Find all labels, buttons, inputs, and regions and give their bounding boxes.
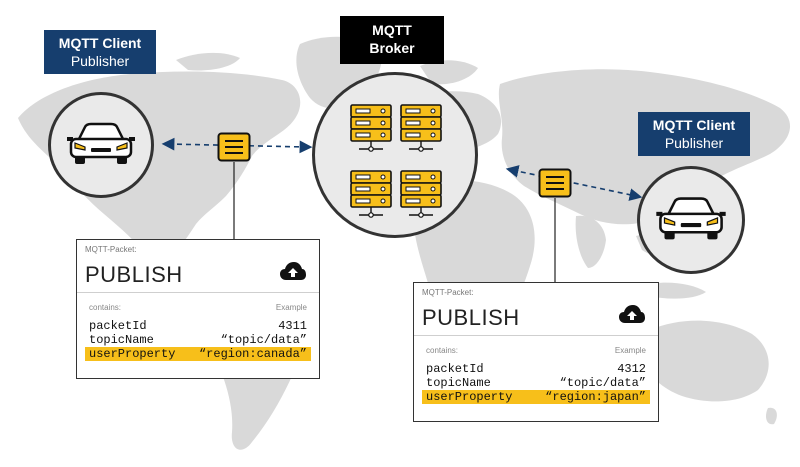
cloud-upload-icon <box>280 262 306 280</box>
row-value: 4312 <box>617 362 646 376</box>
example-label: Example <box>275 303 307 312</box>
row-value: “region:japan” <box>545 390 646 404</box>
label-broker: MQTT Broker <box>340 16 444 64</box>
packet-title: PUBLISH <box>422 305 520 330</box>
row-key: userProperty <box>426 390 513 404</box>
packet-row-highlighted: userProperty “region:japan” <box>422 390 650 404</box>
packet-type-label: MQTT-Packet: <box>422 288 474 297</box>
row-key: topicName <box>426 376 491 390</box>
car-icon <box>656 197 726 240</box>
row-key: userProperty <box>89 347 176 361</box>
packet-divider <box>414 335 658 336</box>
row-key: packetId <box>426 362 484 376</box>
label-publisher-left: MQTT Client Publisher <box>44 30 156 74</box>
label-publisher-right-line2: Publisher <box>664 135 724 151</box>
server-icon <box>400 104 442 152</box>
publisher-left-circle <box>48 92 154 198</box>
contains-label: contains: <box>426 346 459 355</box>
server-icon <box>350 170 392 218</box>
server-icon <box>400 170 442 218</box>
label-broker-line1: MQTT <box>372 22 412 38</box>
row-key: packetId <box>89 319 147 333</box>
packet-divider <box>77 292 319 293</box>
packet-card-left: MQTT-Packet: PUBLISH contains: Example p… <box>76 239 320 379</box>
row-value: 4311 <box>278 319 307 333</box>
row-value: “topic/data” <box>220 333 307 347</box>
row-value: “region:canada” <box>198 347 307 361</box>
message-icon <box>217 132 251 162</box>
broker-circle <box>312 72 478 238</box>
packet-type-label: MQTT-Packet: <box>85 245 137 254</box>
packet-row: topicName “topic/data” <box>422 376 650 390</box>
example-label: Example <box>614 346 646 355</box>
server-cluster <box>350 104 442 218</box>
publisher-right-circle <box>637 166 745 274</box>
packet-row: packetId 4311 <box>85 319 311 333</box>
row-value: “topic/data” <box>559 376 646 390</box>
packet-row: packetId 4312 <box>422 362 650 376</box>
label-publisher-right-line1: MQTT Client <box>652 117 736 133</box>
label-publisher-right: MQTT Client Publisher <box>638 112 750 156</box>
row-key: topicName <box>89 333 154 347</box>
car-icon <box>67 122 135 164</box>
packet-title: PUBLISH <box>85 262 183 287</box>
contains-label: contains: <box>89 303 122 312</box>
cloud-upload-icon <box>619 305 645 323</box>
message-icon <box>538 168 572 198</box>
packet-row: topicName “topic/data” <box>85 333 311 347</box>
packet-card-right: MQTT-Packet: PUBLISH contains: Example p… <box>413 282 659 422</box>
label-publisher-left-line1: MQTT Client <box>58 35 142 51</box>
label-broker-line2: Broker <box>369 40 415 56</box>
server-icon <box>350 104 392 152</box>
packet-row-highlighted: userProperty “region:canada” <box>85 347 311 361</box>
label-publisher-left-line2: Publisher <box>70 53 130 69</box>
dashed-arrow-right <box>505 165 643 201</box>
